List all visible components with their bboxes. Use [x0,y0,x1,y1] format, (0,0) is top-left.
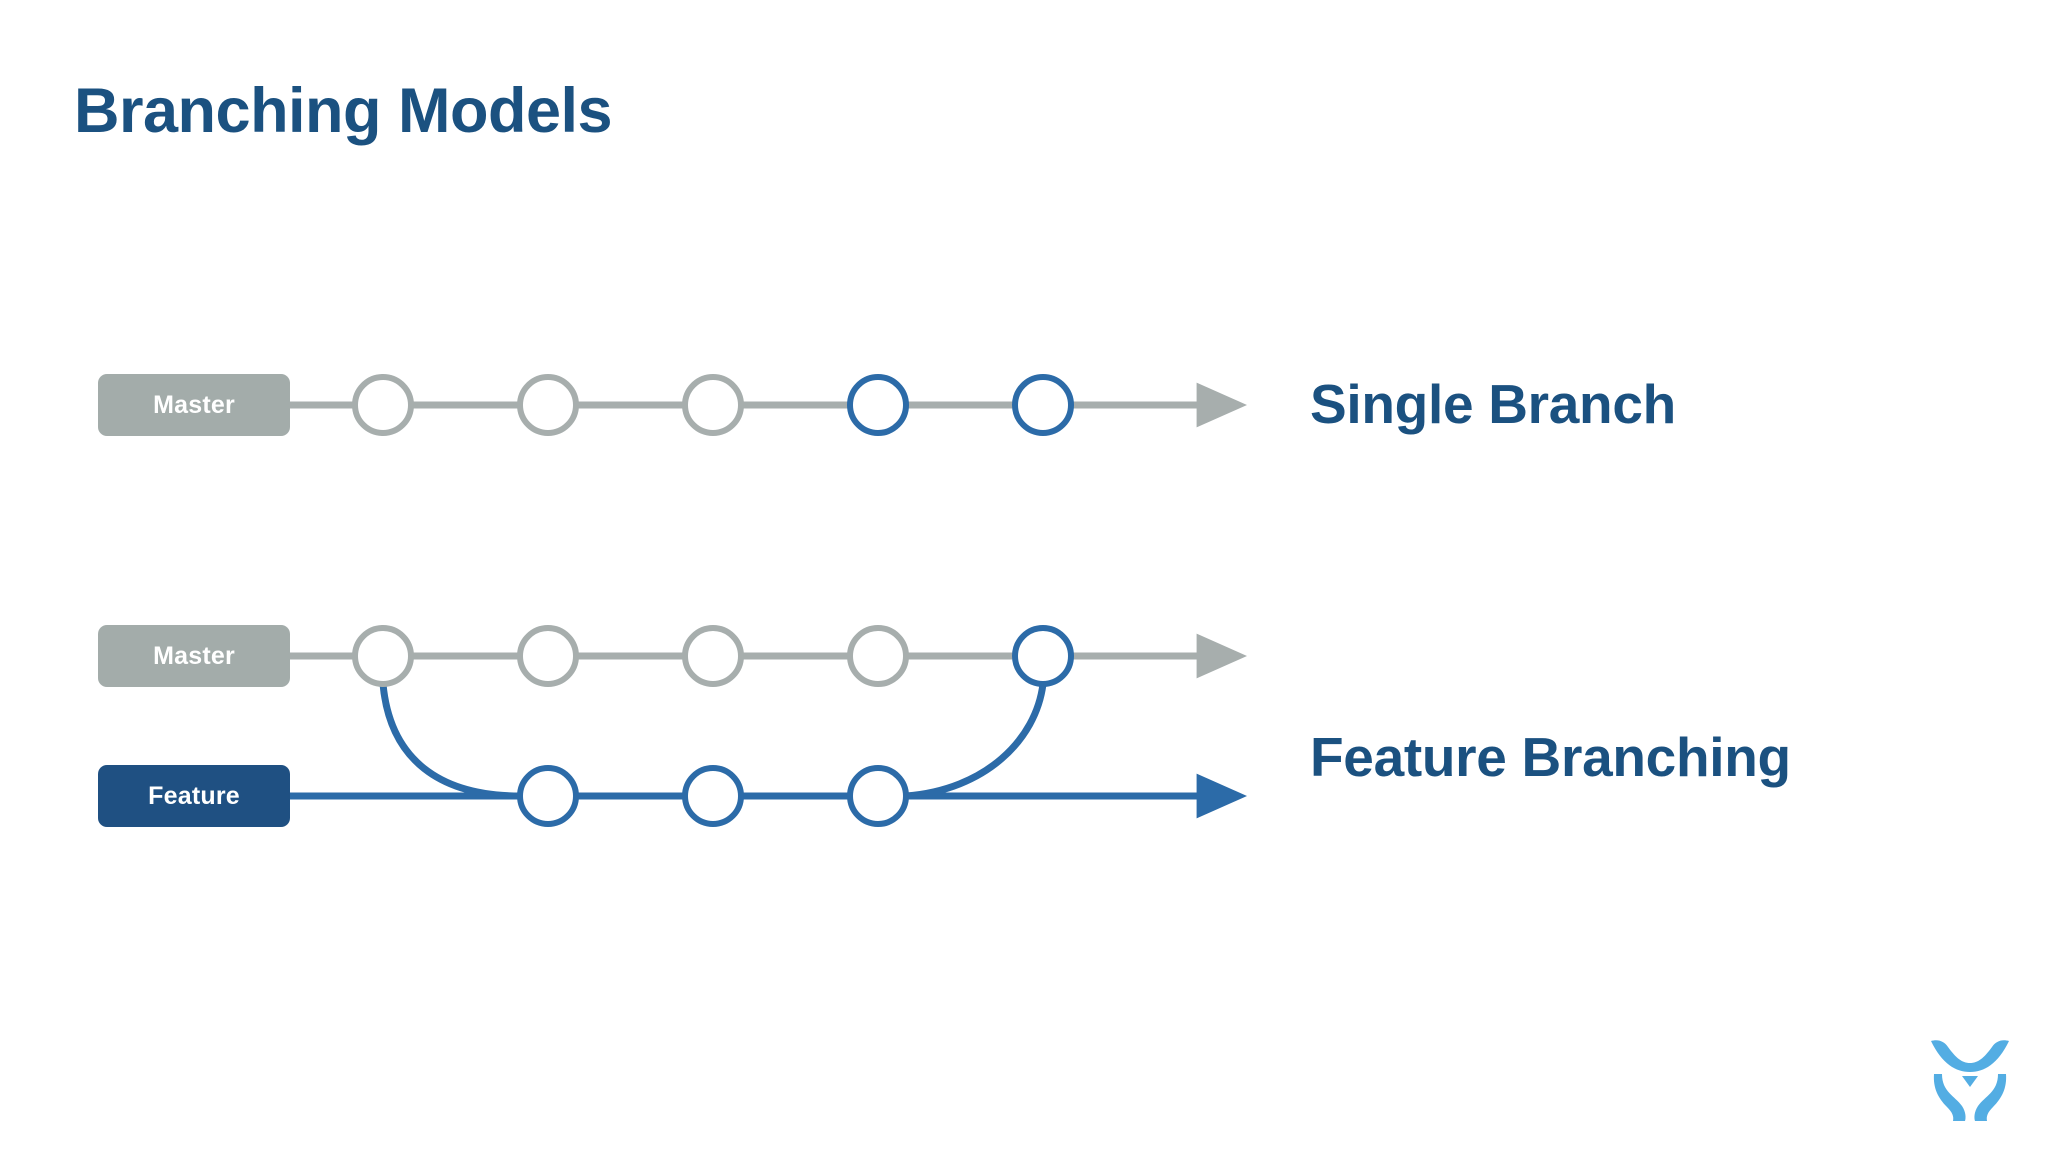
branch-badge-master-feature[interactable]: Master [98,625,290,687]
merge-back-curve [902,680,1047,800]
commit-node-fb-master-1[interactable] [352,625,414,687]
commit-node-master-2[interactable] [517,374,579,436]
branch-badge-feature[interactable]: Feature [98,765,290,827]
commit-node-master-4[interactable] [847,374,909,436]
commit-node-fb-master-5-merge[interactable] [1012,625,1074,687]
commit-node-master-1[interactable] [352,374,414,436]
diagram-caption-single-branch: Single Branch [1310,373,1676,435]
single-branch-diagram [290,374,1247,436]
commit-node-master-3[interactable] [682,374,744,436]
commit-node-feature-3[interactable] [847,765,909,827]
commit-node-fb-master-3[interactable] [682,625,744,687]
commit-node-fb-master-4[interactable] [847,625,909,687]
branch-badge-label: Master [153,641,235,670]
brand-logo-icon [1931,1040,2009,1121]
branch-badge-label: Feature [148,781,240,810]
branch-off-curve [379,680,524,800]
commit-node-feature-2[interactable] [682,765,744,827]
feature-branching-diagram [290,625,1247,827]
commit-node-fb-master-2[interactable] [517,625,579,687]
commit-node-feature-1[interactable] [517,765,579,827]
diagram-caption-feature-branching: Feature Branching [1310,726,1791,788]
branch-badge-master-single[interactable]: Master [98,374,290,436]
commit-node-master-5[interactable] [1012,374,1074,436]
branch-badge-label: Master [153,390,235,419]
page-title: Branching Models [74,76,613,146]
